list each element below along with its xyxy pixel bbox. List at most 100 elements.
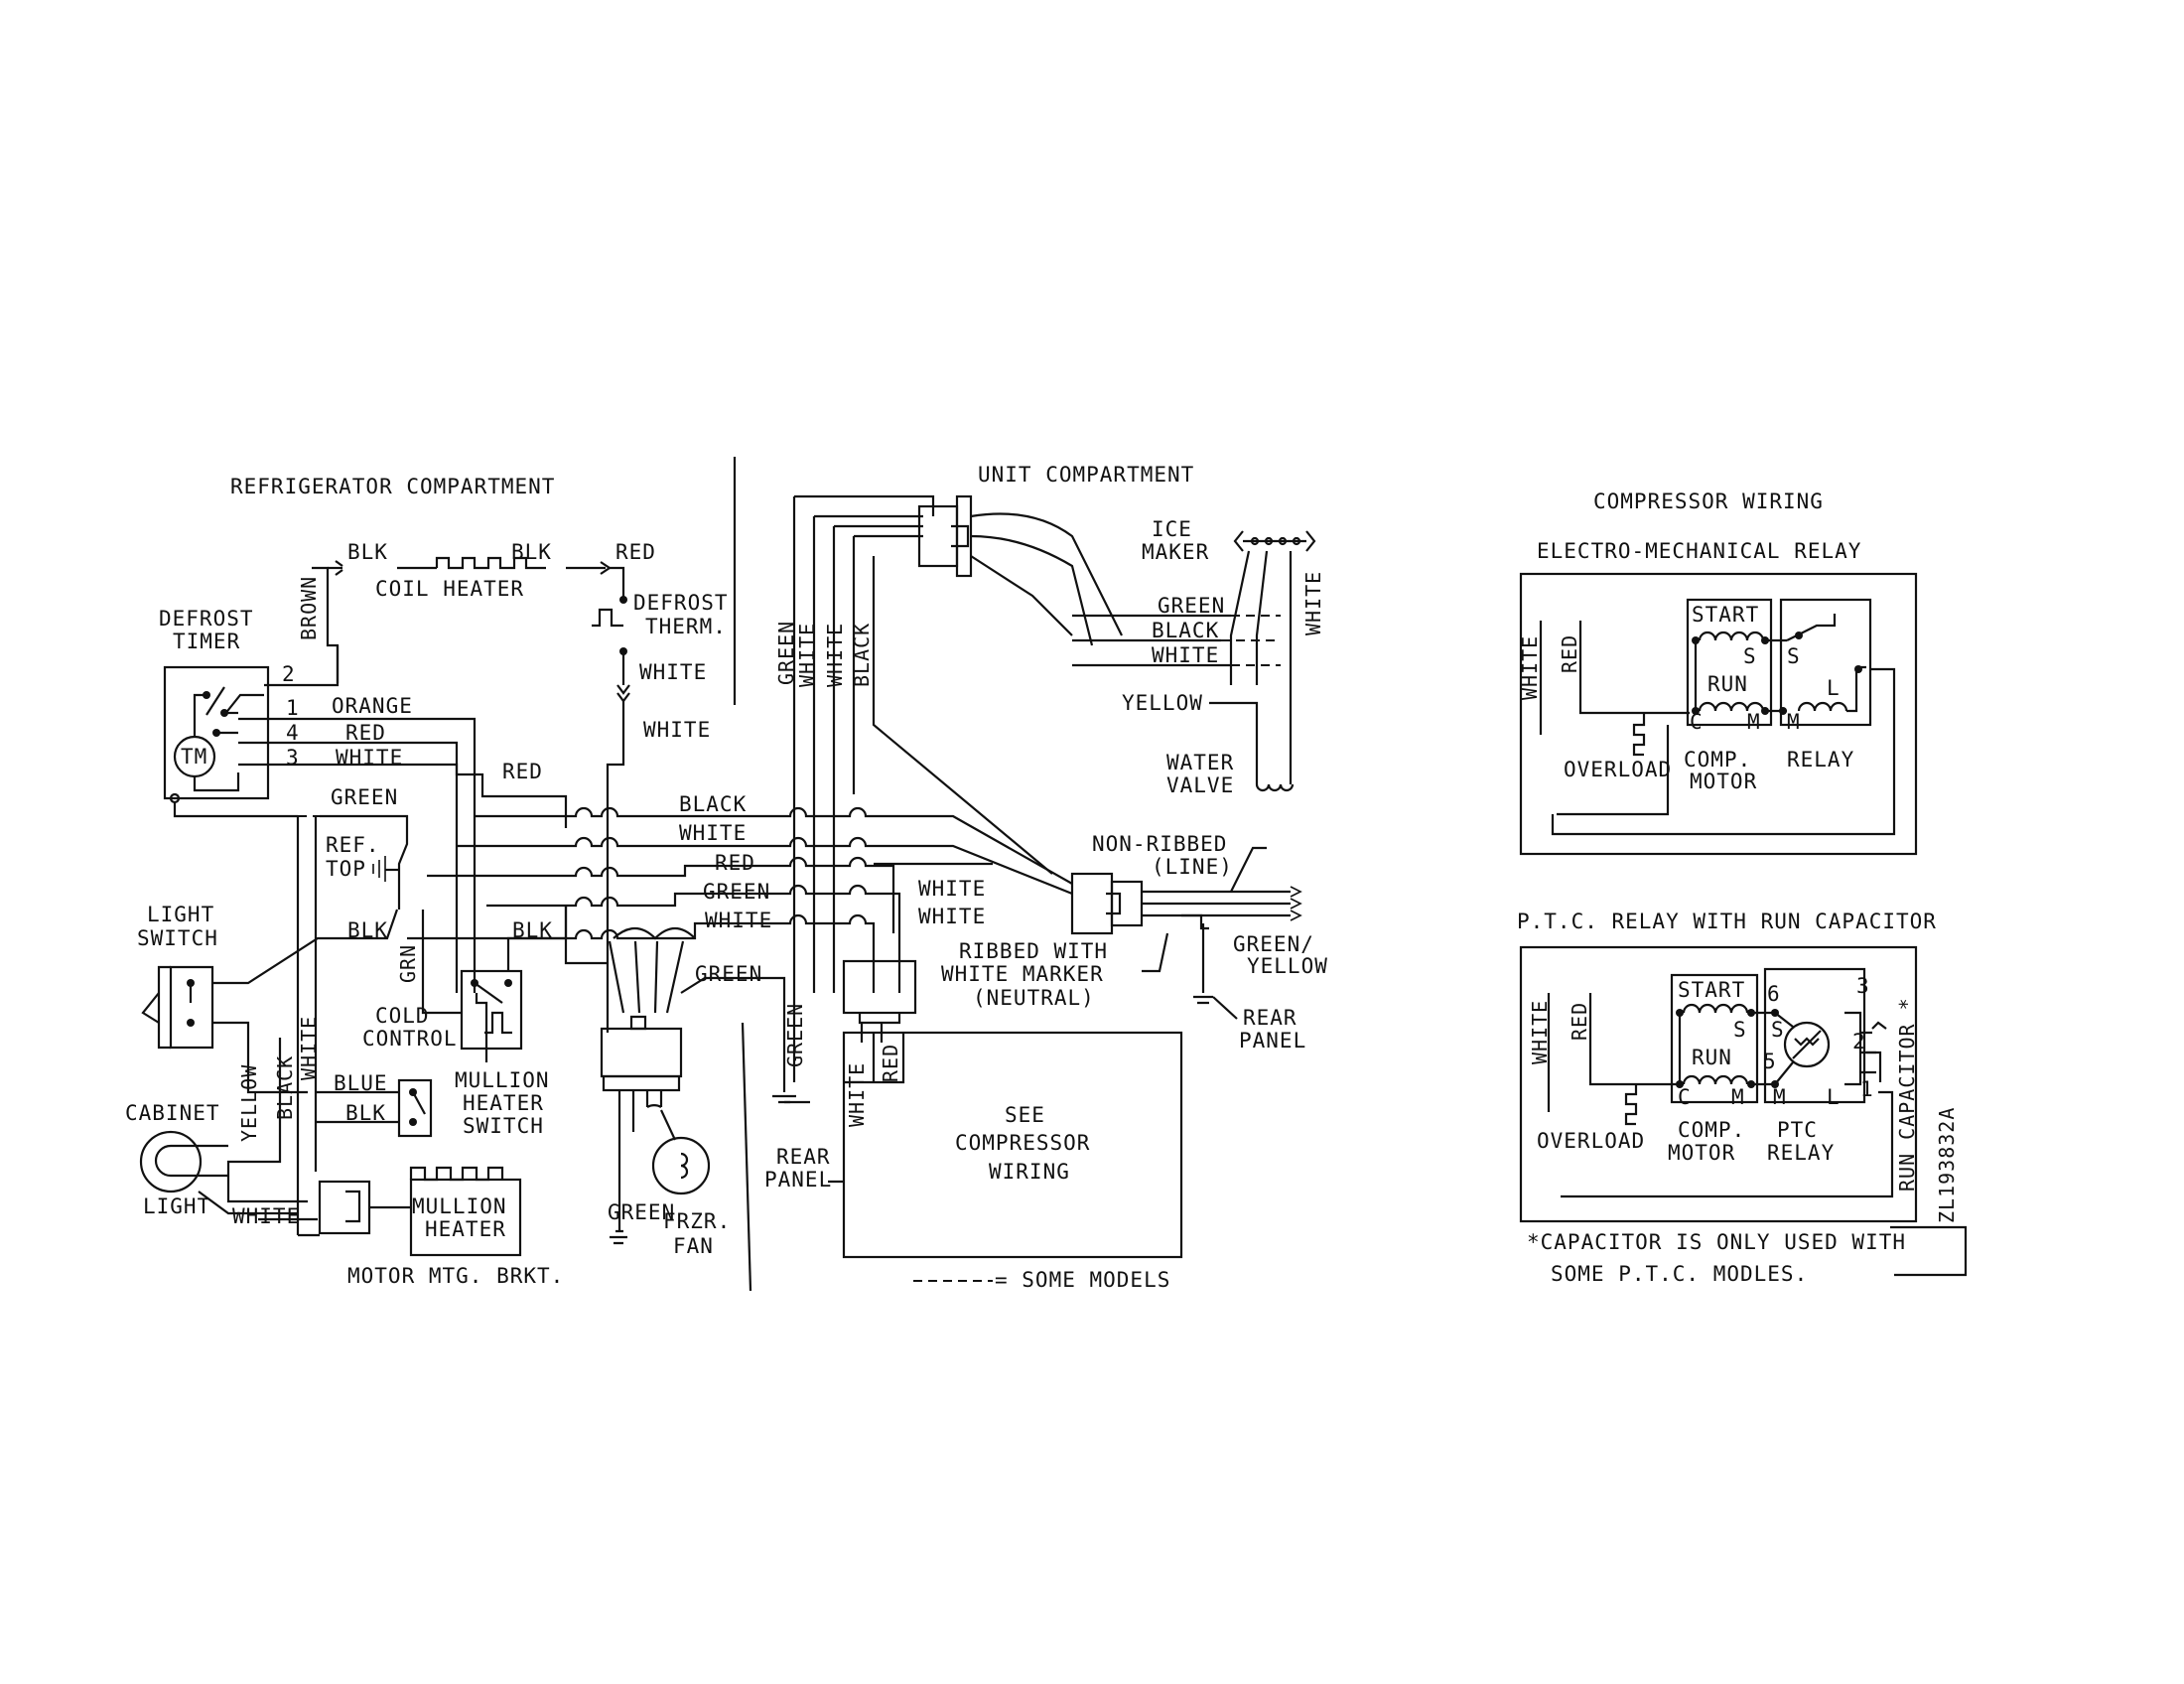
coil-heater-circuit <box>312 556 630 943</box>
wire-label-green-mid-v: GREEN <box>783 1003 807 1067</box>
title-ptc-relay: P.T.C. RELAY WITH RUN CAPACITOR <box>1517 910 1937 933</box>
wire-label-green-w: GREEN <box>1158 594 1225 618</box>
left-harness <box>226 816 318 1203</box>
wire-label-white-ice: WHITE <box>1301 571 1325 635</box>
capacitor-note-1: *CAPACITOR IS ONLY USED WITH <box>1527 1230 1906 1254</box>
ptc-terminal-3: 3 <box>1856 974 1870 998</box>
wire-label-black-h: BLACK <box>679 792 747 816</box>
bulb-icon <box>139 1130 203 1193</box>
wire-label-blk-right: BLK <box>511 540 552 564</box>
timer-terminal-1: 1 <box>286 696 300 720</box>
wire-label-white-bottom: WHITE <box>232 1204 300 1228</box>
em-overload-label: OVERLOAD <box>1564 758 1672 781</box>
timer-output-wires <box>173 645 568 1062</box>
em-c-label: C <box>1690 710 1704 734</box>
ptc-terminal-5: 5 <box>1763 1050 1777 1073</box>
wire-label-green-h: GREEN <box>703 880 770 904</box>
wire-label-grn: GRN <box>396 944 420 983</box>
wire-label-white-mid: WHITE <box>336 746 403 770</box>
em-comp-label: COMP. <box>1684 748 1751 772</box>
wire-label-blk-left: BLK <box>347 540 388 564</box>
em-l-label: L <box>1827 676 1841 700</box>
ptc-thermistor-icon <box>1783 1021 1831 1068</box>
wire-label-red-top: RED <box>615 540 656 564</box>
wire-label-green-top: GREEN <box>331 785 398 809</box>
rear-panel-right-label-2: PANEL <box>1239 1029 1306 1052</box>
mullion-heater-switch <box>316 1078 433 1138</box>
some-models-label: = SOME MODELS <box>995 1268 1170 1292</box>
title-electro-mechanical-relay: ELECTRO-MECHANICAL RELAY <box>1537 539 1861 563</box>
wire-label-white-w: WHITE <box>1152 643 1219 667</box>
mullion-heater-label-1: MULLION <box>412 1194 507 1218</box>
timer-motor-label: TM <box>181 745 207 769</box>
wire-label-red-h: RED <box>715 851 755 875</box>
see-compressor-label-3: WIRING <box>989 1160 1070 1184</box>
fan-motor-icon <box>651 1136 711 1195</box>
mullion-heater-switch-label-1: MULLION <box>455 1068 550 1092</box>
unit-connector-top <box>917 494 1123 646</box>
timer-terminal-3: 3 <box>286 746 300 770</box>
frzr-fan-label-1: FRZR. <box>663 1209 731 1233</box>
mullion-heater-switch-label-2: HEATER <box>463 1091 544 1115</box>
green-yellow-label-2: YELLOW <box>1247 954 1328 978</box>
em-relay-label: RELAY <box>1787 748 1854 772</box>
ptc-s1-label: S <box>1733 1018 1747 1042</box>
defrost-therm-label-1: DEFROST <box>633 591 729 615</box>
rear-panel-left-label-2: PANEL <box>764 1168 832 1192</box>
timer-terminal-2: 2 <box>282 662 296 686</box>
wire-label-red-right: RED <box>502 760 543 783</box>
wire-label-white-2: WHITE <box>643 718 711 742</box>
ptc-ptc-label: PTC <box>1777 1118 1818 1142</box>
ptc-motor-label: MOTOR <box>1668 1141 1735 1165</box>
non-ribbed-label-2: (LINE) <box>1152 855 1233 879</box>
wire-label-green-v-unit: GREEN <box>774 621 798 685</box>
document-id: ZL193832A <box>1935 1107 1959 1223</box>
ice-maker-label-2: MAKER <box>1142 540 1209 564</box>
green-yellow-label-1: GREEN/ <box>1233 932 1314 956</box>
line-connector <box>1070 846 1302 1005</box>
wire-label-green-fan: GREEN <box>695 962 762 986</box>
coil-heater-element <box>435 556 546 570</box>
cold-control-label-2: CONTROL <box>362 1027 458 1051</box>
ptc-l-label: L <box>1827 1085 1841 1109</box>
ptc-relay-label: RELAY <box>1767 1141 1835 1165</box>
ptc-m2-label: M <box>1773 1085 1787 1109</box>
wire-label-white-v2-unit: WHITE <box>823 623 847 687</box>
ribbed-label-3: (NEUTRAL) <box>973 986 1095 1010</box>
ptc-start-label: START <box>1678 978 1745 1002</box>
wire-label-black-w: BLACK <box>1152 619 1219 642</box>
motor-mtg-brkt-label: MOTOR MTG. BRKT. <box>347 1264 564 1288</box>
cross-wires <box>407 806 1073 993</box>
em-m1-label: M <box>1747 710 1761 734</box>
ptc-run-label: RUN <box>1692 1046 1732 1069</box>
ref-top-label-2: TOP <box>326 857 366 881</box>
mullion-heater-label-2: HEATER <box>425 1217 506 1241</box>
light-switch-wires <box>212 909 399 1094</box>
ptc-terminal-1: 1 <box>1860 1077 1874 1101</box>
ptc-wire-label-red: RED <box>1568 1002 1591 1041</box>
compartment-dividers <box>733 457 752 1292</box>
em-relay-diagram <box>1519 572 1918 856</box>
em-wire-label-white: WHITE <box>1518 635 1542 700</box>
wire-label-white-cb: WHITE <box>845 1062 869 1127</box>
em-s2-label: S <box>1787 644 1801 668</box>
ptc-relay-diagram <box>1519 945 1918 1223</box>
wire-label-blk-a: BLK <box>347 918 388 942</box>
wire-label-red-mid: RED <box>345 721 386 745</box>
ref-top-ground <box>320 814 409 910</box>
ptc-terminal-2: 2 <box>1852 1030 1866 1053</box>
ice-maker <box>1229 530 1316 784</box>
compressor-box <box>772 959 1183 1259</box>
cabinet-light-label-1: CABINET <box>125 1101 220 1125</box>
light-switch-label-2: SWITCH <box>137 926 218 950</box>
wire-label-white-v: WHITE <box>297 1016 321 1080</box>
wire-label-white-h2: WHITE <box>705 909 772 932</box>
capacitor-note-bracket <box>1890 1225 1968 1277</box>
defrost-therm-symbol <box>592 608 623 628</box>
em-motor-label: MOTOR <box>1690 770 1757 793</box>
wire-label-white-v1-unit: WHITE <box>795 623 819 687</box>
main-harness <box>792 494 1053 1082</box>
capacitor-note-2: SOME P.T.C. MODLES. <box>1551 1262 1808 1286</box>
defrost-timer-label-1: DEFROST <box>159 607 254 631</box>
wire-label-orange: ORANGE <box>332 694 413 718</box>
